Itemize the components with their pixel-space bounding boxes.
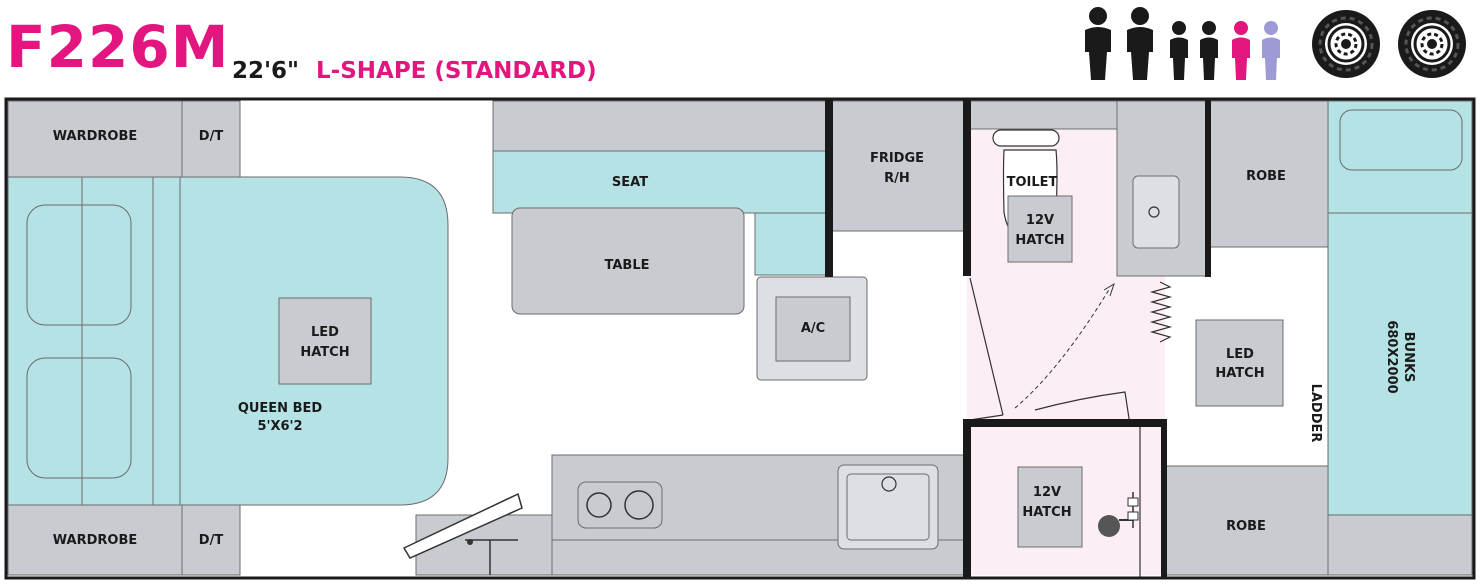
kitchen-sink (837, 464, 939, 550)
robe-bottom-label: ROBE (1226, 519, 1266, 534)
robe-top (1209, 100, 1329, 248)
fridge-side-label: R/H (884, 171, 910, 186)
wardrobe-top-label: WARDROBE (53, 129, 137, 144)
queen-bed-label: QUEEN BED (238, 401, 323, 416)
toilet-12v-hatch (1007, 195, 1073, 263)
bunks (1327, 212, 1473, 516)
dt-top-label: D/T (199, 129, 224, 144)
table (511, 207, 745, 315)
fridge (831, 100, 965, 232)
shower-12v-hatch (1017, 466, 1083, 548)
drain-icon (881, 476, 897, 492)
dt-top (181, 100, 241, 178)
wardrobe-top (7, 100, 183, 178)
wardrobe-bottom (7, 504, 183, 576)
toilet-hatch-label-2: HATCH (1015, 233, 1064, 248)
tyre-icon (1398, 10, 1466, 78)
seat-label: SEAT (612, 175, 648, 190)
bed-led-hatch (278, 297, 372, 385)
door-swing (1014, 287, 1111, 409)
fridge-wall (825, 99, 833, 277)
seat-back (492, 100, 829, 152)
basin (1132, 175, 1180, 249)
child-icon (1200, 21, 1218, 80)
queen-bed-size: 5'X6'2 (257, 419, 302, 434)
burner-icon (586, 492, 612, 518)
dt-bottom (181, 504, 241, 576)
bunk-pillow (1339, 109, 1463, 171)
table-label: TABLE (605, 258, 650, 273)
rear-hatch-label-1: LED (1226, 347, 1254, 362)
robe-top-label: ROBE (1246, 169, 1286, 184)
child-icon (1262, 21, 1280, 80)
ac-label: A/C (801, 321, 825, 336)
toilet-label: TOILET (1007, 175, 1058, 190)
bunks-size: 680X2000 (1384, 320, 1399, 393)
adult-icon (1127, 7, 1153, 80)
tyre-icon (1312, 10, 1380, 78)
model-title: F226M (6, 13, 230, 81)
pillow (26, 357, 132, 479)
rear-hatch-label-2: HATCH (1215, 366, 1264, 381)
child-icon (1232, 21, 1250, 80)
outer-wall (4, 97, 1476, 580)
dt-bottom-label: D/T (199, 533, 224, 548)
shower-mixer-icon (1098, 492, 1139, 537)
robe-bottom (1164, 465, 1329, 576)
seat (492, 150, 829, 214)
wardrobe-bottom-label: WARDROBE (53, 533, 137, 548)
entry-door-icon (402, 492, 523, 575)
rear-led-hatch (1195, 319, 1284, 407)
fridge-label: FRIDGE (870, 151, 924, 166)
shower-wall (963, 419, 971, 579)
adult-icon (1085, 7, 1111, 80)
bathroom-wall (963, 99, 971, 276)
sleeps-icons (1085, 7, 1466, 80)
toilet-hatch-label-1: 12V (1026, 213, 1054, 228)
bunks-label: BUNKS (1401, 332, 1416, 383)
ladder-label: LADDER (1308, 384, 1323, 443)
cooktop (577, 481, 663, 529)
child-icon (1170, 21, 1188, 80)
bed-hatch-label-1: LED (311, 325, 339, 340)
model-length: 22'6" (232, 58, 300, 84)
queen-bed (7, 176, 449, 506)
layout-type: L-SHAPE (STANDARD) (316, 58, 597, 84)
pillow (26, 204, 132, 326)
bellows-door-icon (1149, 281, 1173, 343)
burner-icon (624, 490, 654, 520)
shower-hatch-label-2: HATCH (1022, 505, 1071, 520)
shower-hatch-label-1: 12V (1033, 485, 1061, 500)
bed-hatch-label-2: HATCH (300, 345, 349, 360)
